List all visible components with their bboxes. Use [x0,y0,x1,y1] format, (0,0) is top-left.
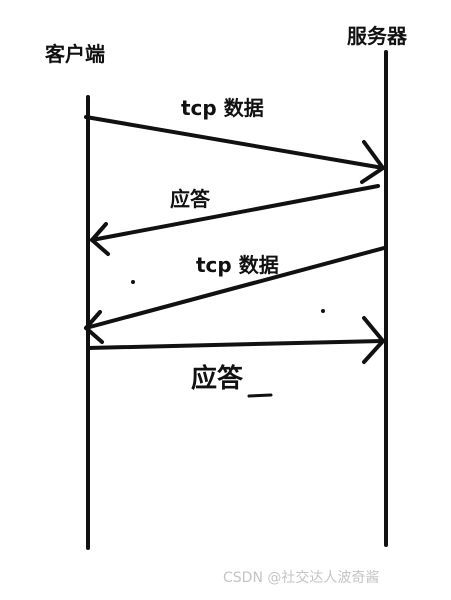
message-arrow-4 [86,316,385,364]
message-arrow-3 [84,246,386,344]
stray-underline-mark [247,393,273,398]
message-4-label: 应答 [191,364,244,394]
arrow-3-head [84,310,104,344]
message-1-label: tcp 数据 [181,96,264,120]
arrow-1-head [360,140,385,184]
client-label: 客户端 [45,42,105,66]
stray-dot-right [321,309,325,313]
arrow-4-shaft [86,339,385,350]
message-arrow-1 [84,115,385,184]
arrow-2-head [90,222,110,256]
message-arrow-2 [90,184,380,256]
watermark-text: CSDN @社交达人波奇酱 [223,570,380,586]
arrow-1-shaft [84,115,385,170]
arrow-4-head [362,316,385,364]
arrow-3-shaft [84,246,386,330]
message-3-label: tcp 数据 [196,253,279,277]
server-label: 服务器 [347,24,407,48]
stray-dot-left [131,280,135,284]
message-2-label: 应答 [170,187,210,211]
arrow-2-shaft [90,184,380,242]
